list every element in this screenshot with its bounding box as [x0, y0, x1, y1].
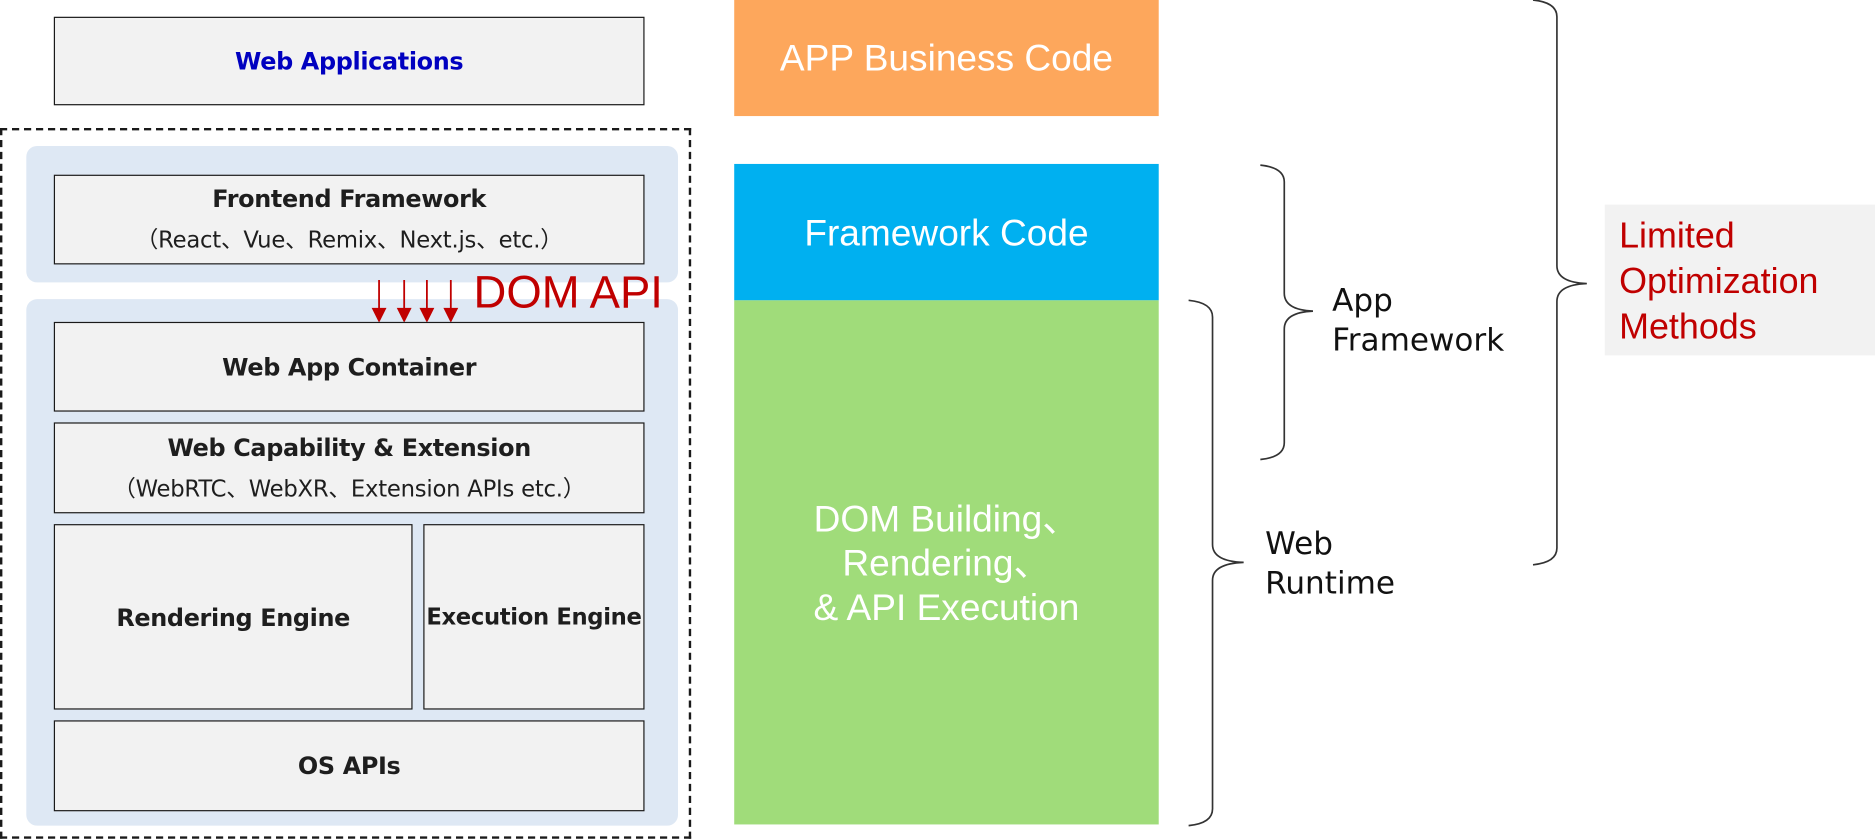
rendering-engine-box: Rendering Engine: [53, 524, 413, 710]
limited-optimization-callout: Limited Optimization Methods: [1604, 204, 1875, 356]
dom-api-label: DOM API: [473, 268, 663, 319]
runtime-line-1: DOM Building、: [813, 497, 1080, 540]
frontend-framework-subtitle: （React、Vue、Remix、Next.js、etc.）: [135, 227, 563, 254]
callout-line-2: Optimization: [1619, 262, 1819, 302]
callout-line-3: Methods: [1619, 307, 1757, 348]
os-apis-box: OS APIs: [53, 720, 645, 812]
web-runtime-boundary: [0, 128, 692, 839]
app-framework-brace-icon: [1260, 164, 1314, 461]
execution-engine-box: Execution Engine: [423, 524, 645, 710]
callout-line-1: Limited: [1619, 216, 1735, 257]
optimization-brace-icon: [1532, 0, 1587, 566]
web-app-container-box: Web App Container: [53, 321, 645, 412]
frontend-framework-box: Frontend Framework （React、Vue、Remix、Next…: [53, 174, 645, 265]
app-framework-line-1: App: [1332, 283, 1393, 320]
app-business-code-label: APP Business Code: [779, 37, 1114, 79]
web-capability-subtitle: （WebRTC、WebXR、Extension APIs etc.）: [113, 475, 586, 502]
web-applications-box: Web Applications: [53, 16, 645, 106]
framework-code-block: Framework Code: [734, 163, 1159, 301]
web-app-container-label: Web App Container: [222, 352, 477, 382]
frontend-framework-title: Frontend Framework: [212, 184, 487, 213]
web-runtime-label: Web Runtime: [1265, 525, 1395, 604]
web-capability-box: Web Capability & Extension （WebRTC、WebXR…: [53, 422, 645, 514]
arrow-head-icon: [443, 307, 459, 323]
app-framework-label: App Framework: [1332, 282, 1504, 361]
runtime-line-3: & API Execution: [813, 585, 1080, 628]
execution-engine-label: Execution Engine: [426, 603, 642, 630]
arrow-head-icon: [419, 307, 435, 323]
arrow-head-icon: [396, 307, 412, 323]
runtime-block: DOM Building、 Rendering、 & API Execution: [734, 300, 1159, 825]
web-applications-label: Web Applications: [235, 46, 464, 76]
framework-code-label: Framework Code: [804, 211, 1089, 254]
arrow-head-icon: [371, 307, 387, 323]
app-business-code-block: APP Business Code: [734, 0, 1159, 117]
os-apis-label: OS APIs: [297, 751, 401, 781]
web-capability-title: Web Capability & Extension: [167, 432, 531, 462]
web-runtime-line-1: Web: [1265, 526, 1333, 563]
rendering-engine-label: Rendering Engine: [116, 602, 351, 632]
web-runtime-line-2: Runtime: [1265, 565, 1396, 602]
app-framework-line-2: Framework: [1332, 323, 1505, 359]
web-runtime-brace-icon: [1188, 299, 1244, 827]
runtime-line-2: Rendering、: [842, 541, 1051, 584]
